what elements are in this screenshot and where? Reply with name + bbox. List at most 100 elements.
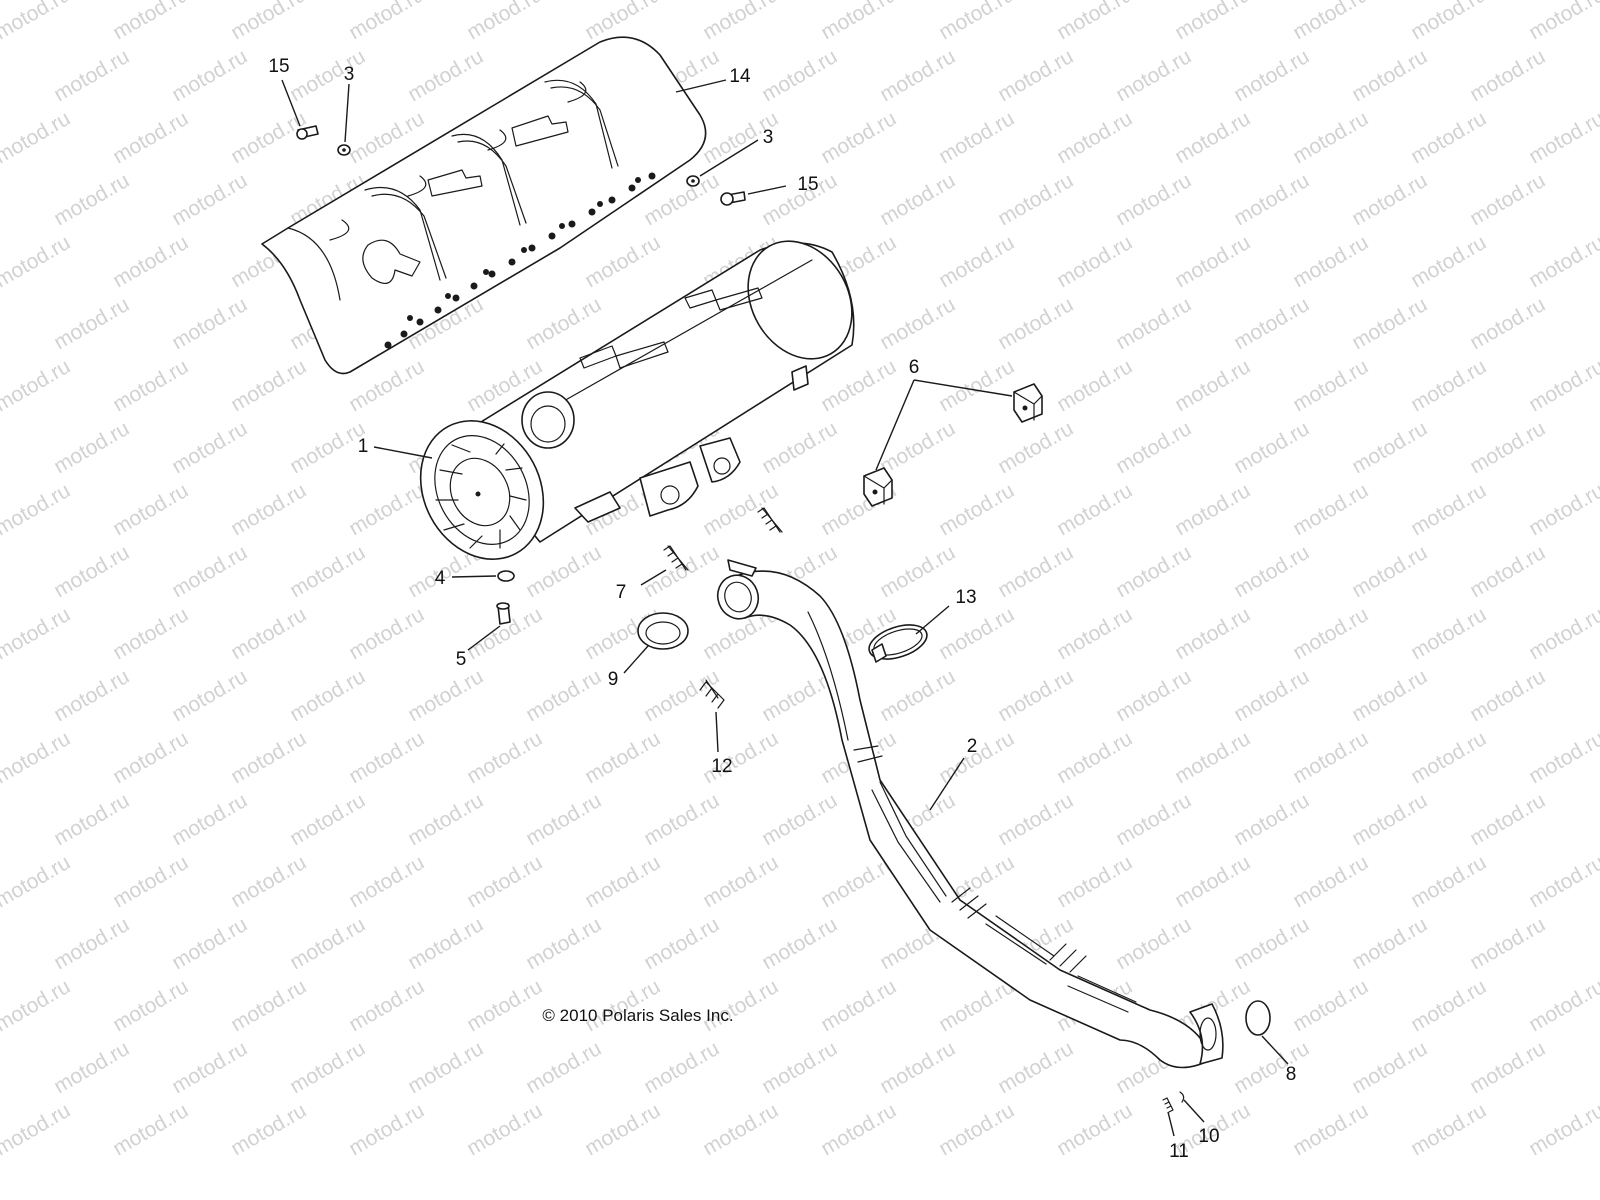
watermark-text: motod.ru — [109, 1099, 192, 1160]
watermark-text: motod.ru — [817, 107, 900, 168]
watermark-text: motod.ru — [758, 45, 841, 106]
watermark-text: motod.ru — [1525, 1099, 1600, 1160]
watermark-text: motod.ru — [817, 1099, 900, 1160]
watermark-text: motod.ru — [463, 851, 546, 912]
watermark-text: motod.ru — [522, 1037, 605, 1098]
watermark-text: motod.ru — [1407, 975, 1490, 1036]
watermark-text: motod.ru — [581, 1099, 664, 1160]
watermark-text: motod.ru — [345, 851, 428, 912]
watermark-text: motod.ru — [0, 1099, 74, 1160]
watermark-text: motod.ru — [168, 541, 251, 602]
watermark-text: motod.ru — [640, 1037, 723, 1098]
callout-11: 11 — [1169, 1141, 1189, 1162]
shield-washer-right — [686, 175, 700, 187]
watermark-text: motod.ru — [50, 1037, 133, 1098]
watermark-text: motod.ru — [1289, 727, 1372, 788]
watermark-text: motod.ru — [1053, 727, 1136, 788]
watermark-text: motod.ru — [168, 913, 251, 974]
watermark-text: motod.ru — [0, 107, 74, 168]
watermark-text: motod.ru — [404, 789, 487, 850]
watermark-text: motod.ru — [1348, 913, 1431, 974]
watermark-text: motod.ru — [1348, 417, 1431, 478]
watermark-text: motod.ru — [581, 727, 664, 788]
watermark-text: motod.ru — [1171, 231, 1254, 292]
watermark-text: motod.ru — [1289, 231, 1372, 292]
watermark-text: motod.ru — [1112, 789, 1195, 850]
callout-14: 14 — [729, 66, 751, 87]
watermark-text: motod.ru — [876, 293, 959, 354]
watermark-text: motod.ru — [640, 665, 723, 726]
watermark-text: motod.ru — [1289, 355, 1372, 416]
watermark-text: motod.ru — [640, 789, 723, 850]
watermark-text: motod.ru — [876, 1037, 959, 1098]
watermark-text: motod.ru — [0, 975, 74, 1036]
watermark-text: motod.ru — [1053, 107, 1136, 168]
watermark-text: motod.ru — [168, 169, 251, 230]
watermark-text: motod.ru — [935, 479, 1018, 540]
watermark-text: motod.ru — [1289, 851, 1372, 912]
watermark-text: motod.ru — [227, 727, 310, 788]
watermark-text: motod.ru — [345, 479, 428, 540]
watermark-text: motod.ru — [1466, 789, 1549, 850]
watermark-text: motod.ru — [168, 665, 251, 726]
callout-1: 1 — [358, 436, 369, 457]
watermark-text: motod.ru — [758, 417, 841, 478]
watermark-text: motod.ru — [1171, 727, 1254, 788]
watermark-text: motod.ru — [404, 45, 487, 106]
watermark-text: motod.ru — [463, 727, 546, 788]
watermark-text: motod.ru — [0, 603, 74, 664]
watermark-text: motod.ru — [286, 913, 369, 974]
watermark-text: motod.ru — [1171, 479, 1254, 540]
watermark-text: motod.ru — [109, 107, 192, 168]
watermark-text: motod.ru — [50, 293, 133, 354]
watermark-text: motod.ru — [876, 665, 959, 726]
watermark-text: motod.ru — [1466, 293, 1549, 354]
watermark-text: motod.ru — [1230, 665, 1313, 726]
watermark-text: motod.ru — [758, 913, 841, 974]
watermark-text: motod.ru — [1112, 293, 1195, 354]
watermark-text: motod.ru — [522, 789, 605, 850]
watermark-text: motod.ru — [345, 975, 428, 1036]
watermark-text: motod.ru — [404, 913, 487, 974]
watermark-text: motod.ru — [1289, 975, 1372, 1036]
watermark-text: motod.ru — [699, 851, 782, 912]
watermark-text: motod.ru — [345, 1099, 428, 1160]
callout-6: 6 — [909, 357, 920, 378]
gasket-9 — [637, 612, 689, 650]
watermark-text: motod.ru — [227, 1099, 310, 1160]
watermark-text: motod.ru — [1230, 169, 1313, 230]
watermark-text: motod.ru — [522, 541, 605, 602]
clamp-13 — [868, 624, 928, 663]
watermark-text: motod.ru — [1348, 1037, 1431, 1098]
watermark-text: motod.ru — [994, 417, 1077, 478]
watermark-text: motod.ru — [168, 789, 251, 850]
grommet-upper — [1013, 383, 1043, 423]
watermark-text: motod.ru — [463, 975, 546, 1036]
watermark-text: motod.ru — [1407, 727, 1490, 788]
watermark-text: motod.ru — [1525, 0, 1600, 44]
watermark-text: motod.ru — [1053, 1099, 1136, 1160]
watermark-text: motod.ru — [640, 541, 723, 602]
watermark-text: motod.ru — [522, 665, 605, 726]
clip-10 — [1179, 1091, 1185, 1103]
watermark-text: motod.ru — [1407, 851, 1490, 912]
callout-13: 13 — [955, 587, 976, 608]
watermark-text: motod.ru — [1466, 1037, 1549, 1098]
watermark-text: motod.ru — [935, 231, 1018, 292]
watermark-text: motod.ru — [935, 107, 1018, 168]
watermark-text: motod.ru — [758, 789, 841, 850]
watermark-text: motod.ru — [463, 0, 546, 44]
watermark-text: motod.ru — [0, 355, 74, 416]
callout-2: 2 — [967, 736, 978, 757]
watermark-text: motod.ru — [1407, 355, 1490, 416]
watermark-text: motod.ru — [581, 851, 664, 912]
shield-washer-left — [337, 144, 351, 156]
watermark-text: motod.ru — [50, 913, 133, 974]
callout-labels: 15 3 14 3 15 1 6 4 7 5 9 13 12 2 8 11 10 — [268, 56, 1296, 1162]
watermark-text: motod.ru — [935, 603, 1018, 664]
watermark-text: motod.ru — [1230, 417, 1313, 478]
head-pipe-part — [716, 559, 1224, 1069]
watermark-text: motod.ru — [935, 0, 1018, 44]
spring-12 — [699, 679, 725, 709]
watermark-text: motod.ru — [1289, 479, 1372, 540]
